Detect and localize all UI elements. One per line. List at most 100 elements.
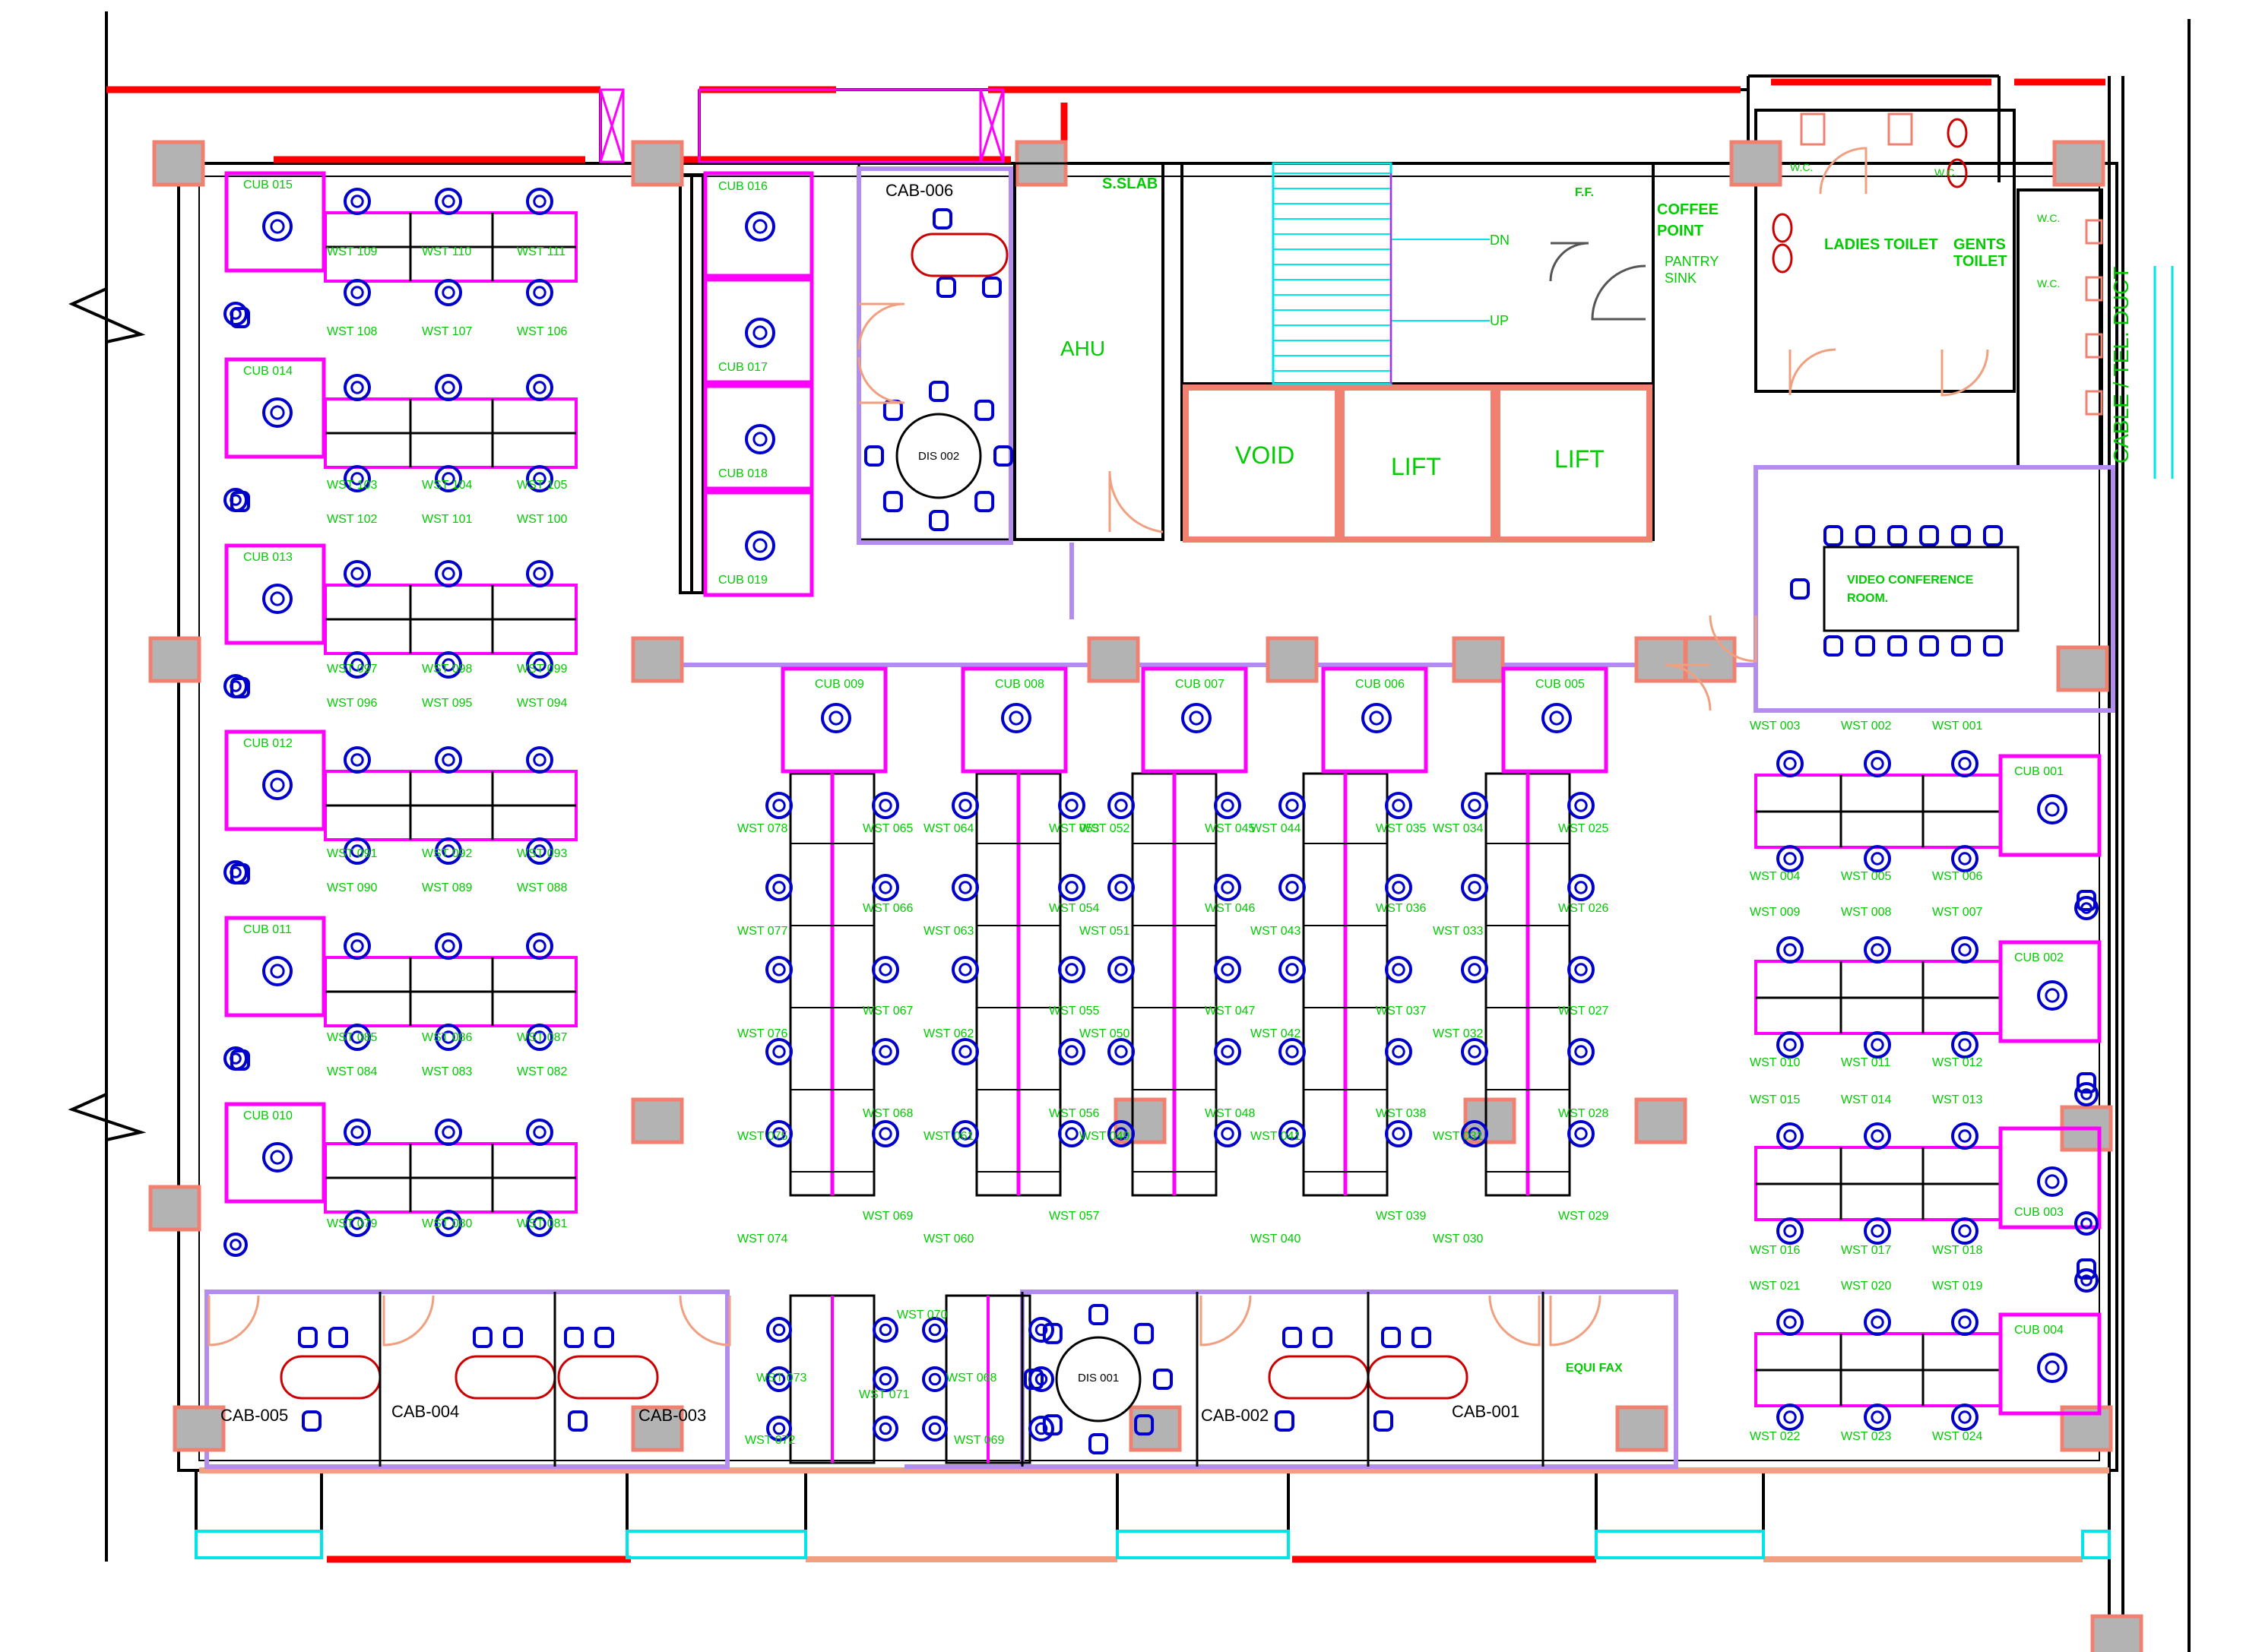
chair-seat — [533, 1125, 546, 1139]
room-text: AHU S.SLAB VOID LIFT LIFT F.F. COFFEE PO… — [1060, 161, 2133, 1375]
text-label: WST 032 — [1433, 1027, 1484, 1040]
chair-seat — [879, 1422, 892, 1435]
text-label: WST 007 — [1932, 906, 1983, 919]
chair — [1541, 703, 1572, 733]
text-label: WST 064 — [923, 822, 974, 835]
chair — [1983, 525, 2003, 546]
chair-seat — [533, 753, 546, 767]
column — [631, 636, 684, 683]
chair — [873, 1317, 898, 1343]
chair — [2074, 1268, 2099, 1293]
chair — [873, 1366, 898, 1392]
text-label: WST 020 — [1841, 1280, 1892, 1293]
text-label: WST 057 — [1049, 1210, 1100, 1223]
text-label: CUB 006 — [1355, 678, 1405, 691]
chair — [1134, 1414, 1155, 1436]
text-label: WST 052 — [1079, 822, 1130, 835]
text-label: WST 039 — [1376, 1210, 1427, 1223]
chair-seat — [1574, 1127, 1588, 1141]
text-label: WST 049 — [1079, 1130, 1130, 1143]
chair — [1088, 1304, 1108, 1325]
column — [2090, 1614, 2143, 1652]
text-label: WST 089 — [422, 881, 473, 894]
text-label: WST 021 — [1750, 1280, 1801, 1293]
text-label: WST 046 — [1205, 902, 1256, 915]
chair-seat — [1783, 1224, 1797, 1238]
chair-seat — [2080, 1088, 2093, 1100]
column — [631, 1405, 684, 1452]
chair — [1951, 1031, 1978, 1059]
chair — [435, 837, 462, 865]
text-label: WST 087 — [517, 1031, 568, 1044]
text-label: CUB 009 — [815, 678, 864, 691]
text-label: WST 095 — [422, 697, 473, 710]
chair — [1951, 1309, 1978, 1336]
coffee-point-label-2: POINT — [1657, 223, 1703, 239]
text-label: WST 001 — [1932, 720, 1983, 733]
chair — [435, 279, 462, 306]
chair — [344, 560, 371, 587]
text-label: WST 098 — [422, 663, 473, 676]
chair-seat — [1034, 1323, 1048, 1337]
chair-seat — [1392, 1127, 1405, 1141]
chair — [1028, 1317, 1054, 1343]
chair — [1864, 1309, 1891, 1336]
chair — [1278, 956, 1306, 983]
chair-seat — [879, 1127, 892, 1141]
text-label: WST 090 — [327, 881, 378, 894]
chair — [1823, 635, 1843, 657]
door-swings — [208, 147, 1989, 1347]
chair — [1107, 1120, 1135, 1147]
chair-seat — [1285, 881, 1299, 894]
chair-seat — [1958, 1224, 1972, 1238]
text-label: WST 060 — [923, 1233, 974, 1245]
text-label: CUB 003 — [2014, 1206, 2064, 1219]
chair-seat — [1221, 1127, 1234, 1141]
chair — [435, 465, 462, 492]
chair — [1951, 845, 1978, 872]
stair-up-label: UP — [1490, 313, 1509, 328]
chair — [1919, 635, 1939, 657]
chair — [1567, 792, 1595, 819]
chair-seat — [958, 799, 972, 812]
chair-seat — [1783, 943, 1797, 957]
chair-seat — [879, 799, 892, 812]
text-label: WST 109 — [327, 245, 378, 258]
chair-seat — [1783, 1129, 1797, 1143]
chair-seat — [1285, 1127, 1299, 1141]
text-label: WST 016 — [1750, 1244, 1801, 1257]
chair — [1107, 1038, 1135, 1065]
cubicle — [1998, 940, 2102, 1043]
discussion-label: DIS 002 — [918, 450, 959, 463]
column — [152, 140, 205, 187]
chair-seat — [2045, 1174, 2060, 1189]
text-label: WST 034 — [1433, 822, 1484, 835]
chair — [262, 211, 293, 242]
text-label: CUB 019 — [718, 574, 768, 587]
chair-seat — [879, 963, 892, 976]
text-label: CUB 007 — [1175, 678, 1224, 691]
chair-seat — [270, 777, 285, 793]
chair — [1776, 1309, 1804, 1336]
text-label: WST 018 — [1932, 1244, 1983, 1257]
text-label: WST 088 — [517, 881, 568, 894]
text-label: WST 053 — [1049, 822, 1100, 835]
chair — [1385, 792, 1412, 819]
chair-seat — [1392, 963, 1405, 976]
chair — [503, 1327, 523, 1348]
chair-seat — [879, 1323, 892, 1337]
chair-seat — [1871, 943, 1884, 957]
chair-seat — [1034, 1422, 1048, 1435]
chair-seat — [1468, 1045, 1481, 1059]
chair-seat — [533, 1217, 546, 1230]
chair-seat — [1783, 852, 1797, 866]
chair — [2074, 1211, 2099, 1236]
chair-seat — [1574, 963, 1588, 976]
column — [1266, 636, 1319, 683]
text-label: WST 019 — [1932, 1280, 1983, 1293]
cubicle — [1501, 666, 1608, 774]
chair-seat — [1958, 1129, 1972, 1143]
text-label: WST 009 — [1750, 906, 1801, 919]
chair-seat — [752, 219, 768, 234]
chair-seat — [270, 1150, 285, 1165]
